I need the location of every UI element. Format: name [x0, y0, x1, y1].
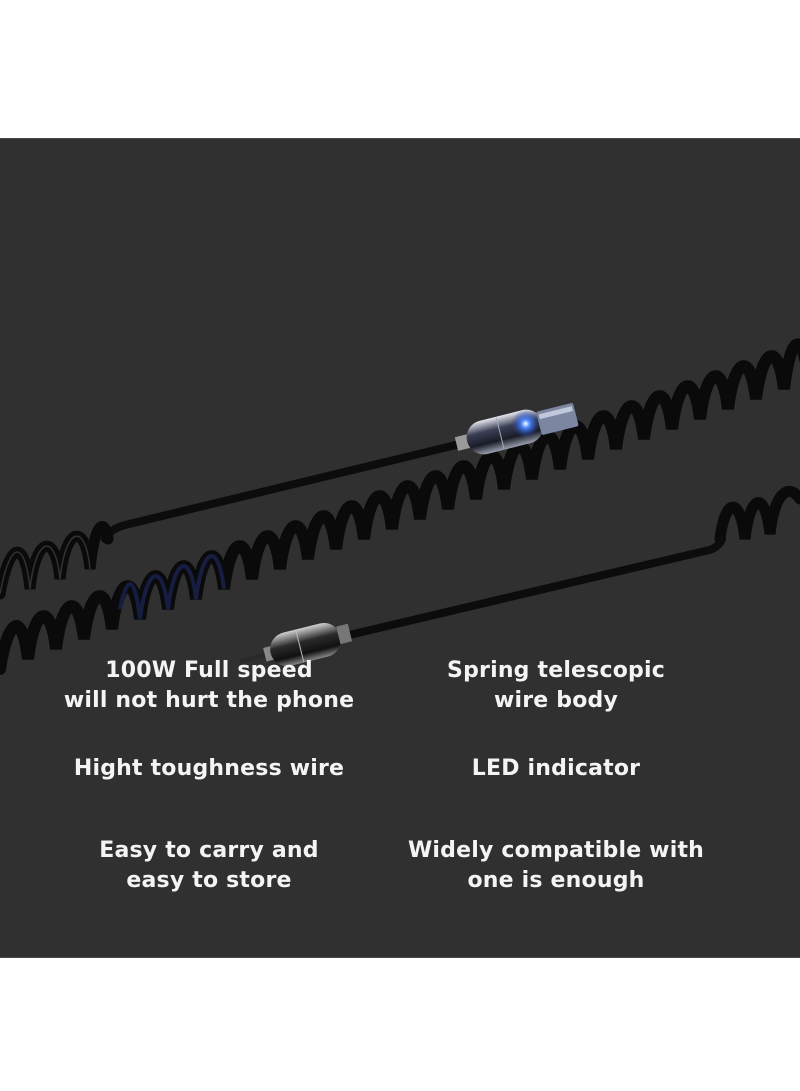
feature-text: one is enough [467, 868, 645, 893]
feature-text: easy to store [126, 868, 292, 893]
product-panel: 100W Full speed will not hurt the phone … [0, 138, 800, 958]
feature-spring-body: Spring telescopic wire body [386, 656, 726, 716]
feature-text: will not hurt the phone [63, 688, 355, 713]
feature-text: Widely compatible with [407, 838, 705, 863]
feature-led-indicator: LED indicator [386, 754, 726, 784]
feature-text: LED indicator [471, 756, 641, 781]
feature-compatibility: Widely compatible with one is enough [386, 836, 726, 896]
feature-portable: Easy to carry and easy to store [39, 836, 379, 896]
feature-text: 100W Full speed [105, 658, 313, 683]
feature-text: Easy to carry and [99, 838, 319, 863]
coiled-cable-image [0, 338, 800, 675]
feature-toughness: Hight toughness wire [39, 754, 379, 784]
feature-text: Spring telescopic [447, 658, 665, 683]
feature-fast-charging: 100W Full speed will not hurt the phone [39, 656, 379, 716]
feature-text: Hight toughness wire [73, 756, 345, 781]
usb-c-connector [454, 403, 579, 455]
lightning-connector [239, 622, 353, 667]
feature-text: wire body [493, 688, 619, 713]
